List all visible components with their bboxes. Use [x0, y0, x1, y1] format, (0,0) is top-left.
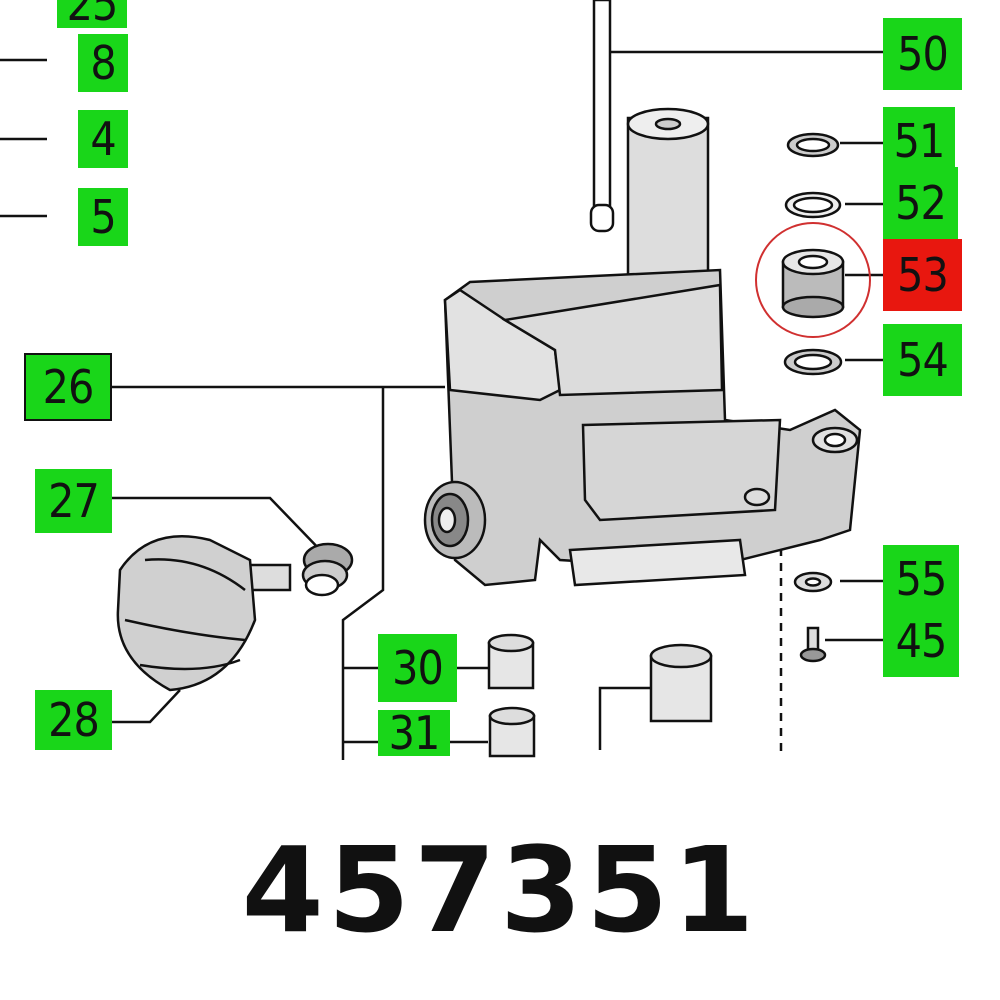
part-label-26[interactable]: 26 [24, 353, 112, 421]
rod-part-50 [589, 0, 615, 233]
cylinders [487, 633, 713, 758]
leader-lines [0, 50, 883, 760]
part-label-27[interactable]: 27 [35, 469, 112, 533]
part-number: 457351 [241, 821, 759, 959]
part-label-50[interactable]: 50 [883, 18, 962, 90]
spring-part-27 [301, 542, 354, 597]
part-label-28[interactable]: 28 [35, 690, 112, 750]
housing-part-26 [423, 107, 862, 587]
small-parts [781, 132, 845, 663]
highlight-circle [755, 222, 871, 338]
part-label-52[interactable]: 52 [883, 167, 958, 239]
part-label-45[interactable]: 45 [883, 605, 959, 677]
part-label-5[interactable]: 5 [78, 188, 128, 246]
part-label-4[interactable]: 4 [78, 110, 128, 168]
part-label-55[interactable]: 55 [883, 545, 959, 613]
part-label-31[interactable]: 31 [378, 710, 450, 756]
knob-part-28 [116, 535, 292, 692]
part-label-53-selected[interactable]: 53 [883, 239, 962, 311]
part-label-51[interactable]: 51 [883, 107, 955, 175]
part-label-8[interactable]: 8 [78, 34, 128, 92]
part-label-30[interactable]: 30 [378, 634, 457, 702]
part-label-54[interactable]: 54 [883, 324, 962, 396]
part-label-25[interactable]: 25 [57, 0, 127, 28]
